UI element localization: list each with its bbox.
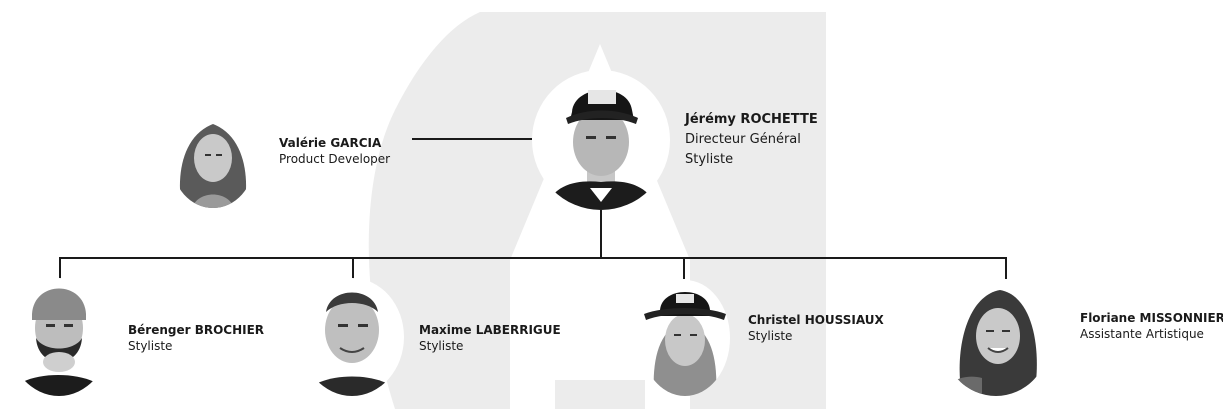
side-role: Product Developer <box>279 152 391 166</box>
avatar-christel <box>640 280 730 396</box>
avatar-valerie <box>172 116 254 208</box>
team-name-2: Maxime LABERRIGUE <box>419 323 561 337</box>
director-role-1: Directeur Général <box>685 132 801 147</box>
avatar-berenger <box>8 278 110 396</box>
side-name: Valérie GARCIA <box>279 136 382 150</box>
avatar-maxime <box>300 278 404 396</box>
director-name: Jérémy ROCHETTE <box>685 112 818 127</box>
connector-drop-2 <box>352 257 354 279</box>
team-name-4: Floriane MISSONNIER <box>1080 311 1223 325</box>
avatar-floriane <box>942 282 1050 396</box>
team-role-1: Styliste <box>128 339 173 353</box>
side-label: Valérie GARCIA Product Developer <box>279 135 390 167</box>
connector-side <box>412 138 532 140</box>
connector-horizontal <box>59 257 1007 259</box>
avatar-director <box>532 70 670 210</box>
connector-director-down <box>600 210 602 258</box>
connector-drop-4 <box>1005 257 1007 279</box>
team-role-4: Assistante Artistique <box>1080 327 1204 341</box>
team-label-2: Maxime LABERRIGUE Styliste <box>419 322 561 354</box>
team-name-3: Christel HOUSSIAUX <box>748 313 884 327</box>
team-role-2: Styliste <box>419 339 464 353</box>
director-label: Jérémy ROCHETTE Directeur Général Stylis… <box>685 110 818 170</box>
team-role-3: Styliste <box>748 329 793 343</box>
connector-drop-3 <box>683 257 685 279</box>
team-label-1: Bérenger BROCHIER Styliste <box>128 322 264 354</box>
team-name-1: Bérenger BROCHIER <box>128 323 265 337</box>
team-label-4: Floriane MISSONNIER Assistante Artistiqu… <box>1080 310 1223 342</box>
team-label-3: Christel HOUSSIAUX Styliste <box>748 312 884 344</box>
connector-drop-1 <box>59 257 61 279</box>
director-role-2: Styliste <box>685 152 734 167</box>
